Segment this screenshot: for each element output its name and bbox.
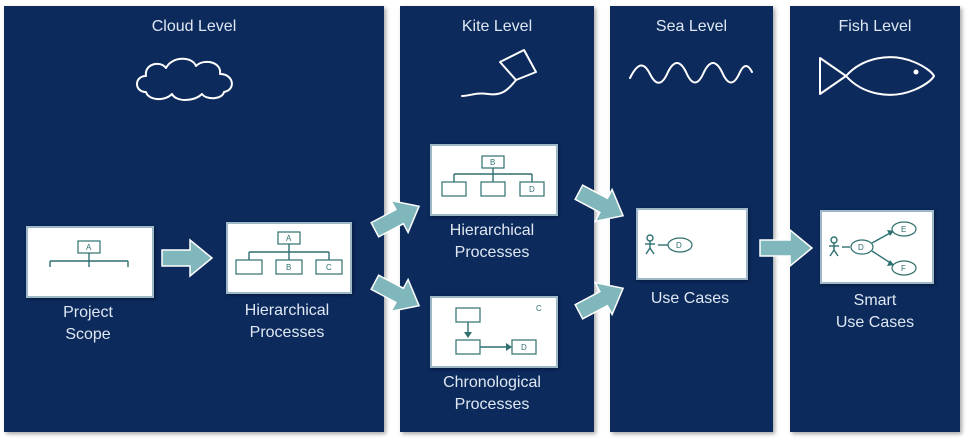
- smart-use-cases-label: Smart Use Cases: [810, 290, 940, 334]
- panel-title: Kite Level: [461, 18, 533, 35]
- project-scope-card: A: [26, 226, 154, 298]
- org-chart-icon: A B C: [235, 231, 343, 275]
- cloud-level-panel: Cloud Level: [4, 6, 384, 432]
- box-label: B: [490, 158, 495, 167]
- box-label: B: [286, 263, 291, 272]
- label-line: Hierarchical: [244, 302, 330, 319]
- kite-icon: [461, 49, 537, 97]
- arrow-icon: [370, 199, 421, 238]
- label-line: Use Cases: [650, 290, 730, 307]
- label-line: Chronological: [443, 374, 541, 391]
- chronological-processes-card: C D: [430, 296, 558, 368]
- use-cases-label: Use Cases: [625, 288, 755, 310]
- label-line: Smart: [853, 292, 897, 309]
- box-label: D: [529, 185, 535, 194]
- box-label: A: [286, 234, 292, 243]
- hierarchical-processes-kite-label: Hierarchical Processes: [427, 220, 557, 264]
- label-line: Hierarchical: [449, 222, 535, 239]
- use-case-diagram-icon: D: [645, 234, 693, 255]
- cloud-icon: [136, 57, 233, 101]
- box-label: D: [521, 343, 527, 352]
- arrow-icon: [759, 228, 814, 268]
- hierarchical-processes-kite-card: B D: [430, 144, 558, 216]
- box-label: A: [86, 243, 92, 252]
- label-line: Use Cases: [835, 314, 915, 331]
- fish-icon: [819, 56, 935, 96]
- label-line: Processes: [454, 396, 530, 413]
- panel-title: Cloud Level: [151, 18, 237, 35]
- panel-title: Sea Level: [655, 18, 728, 35]
- flow-chart-icon: C D: [455, 304, 542, 355]
- actor-icon: [645, 234, 655, 255]
- org-chart-icon: B D: [441, 155, 545, 197]
- box-label: C: [536, 304, 542, 313]
- label-line: Processes: [249, 324, 325, 341]
- use-case-diagram-icon: D E F: [829, 221, 917, 276]
- chronological-processes-label: Chronological Processes: [427, 372, 557, 416]
- hierarchical-processes-card: A B C: [226, 222, 352, 294]
- box-label: D: [676, 241, 682, 250]
- box-label: D: [858, 243, 864, 252]
- arrow-icon: [370, 274, 421, 313]
- actor-icon: [829, 236, 839, 257]
- arrow-icon: [161, 238, 214, 278]
- label-line: Scope: [65, 326, 111, 343]
- box-label: F: [901, 264, 906, 273]
- box-label: C: [326, 263, 332, 272]
- label-line: Processes: [454, 244, 530, 261]
- arrow-icon: [574, 281, 625, 320]
- panel-title: Fish Level: [838, 18, 912, 35]
- label-line: Project: [63, 304, 113, 321]
- org-chart-icon: A: [49, 240, 129, 267]
- use-cases-card: D: [636, 208, 748, 280]
- box-label: E: [901, 225, 906, 234]
- arrow-icon: [574, 184, 625, 223]
- project-scope-label: Project Scope: [38, 302, 138, 346]
- hierarchical-processes-label: Hierarchical Processes: [222, 300, 352, 344]
- wave-icon: [629, 62, 753, 84]
- smart-use-cases-card: D E F: [820, 210, 934, 284]
